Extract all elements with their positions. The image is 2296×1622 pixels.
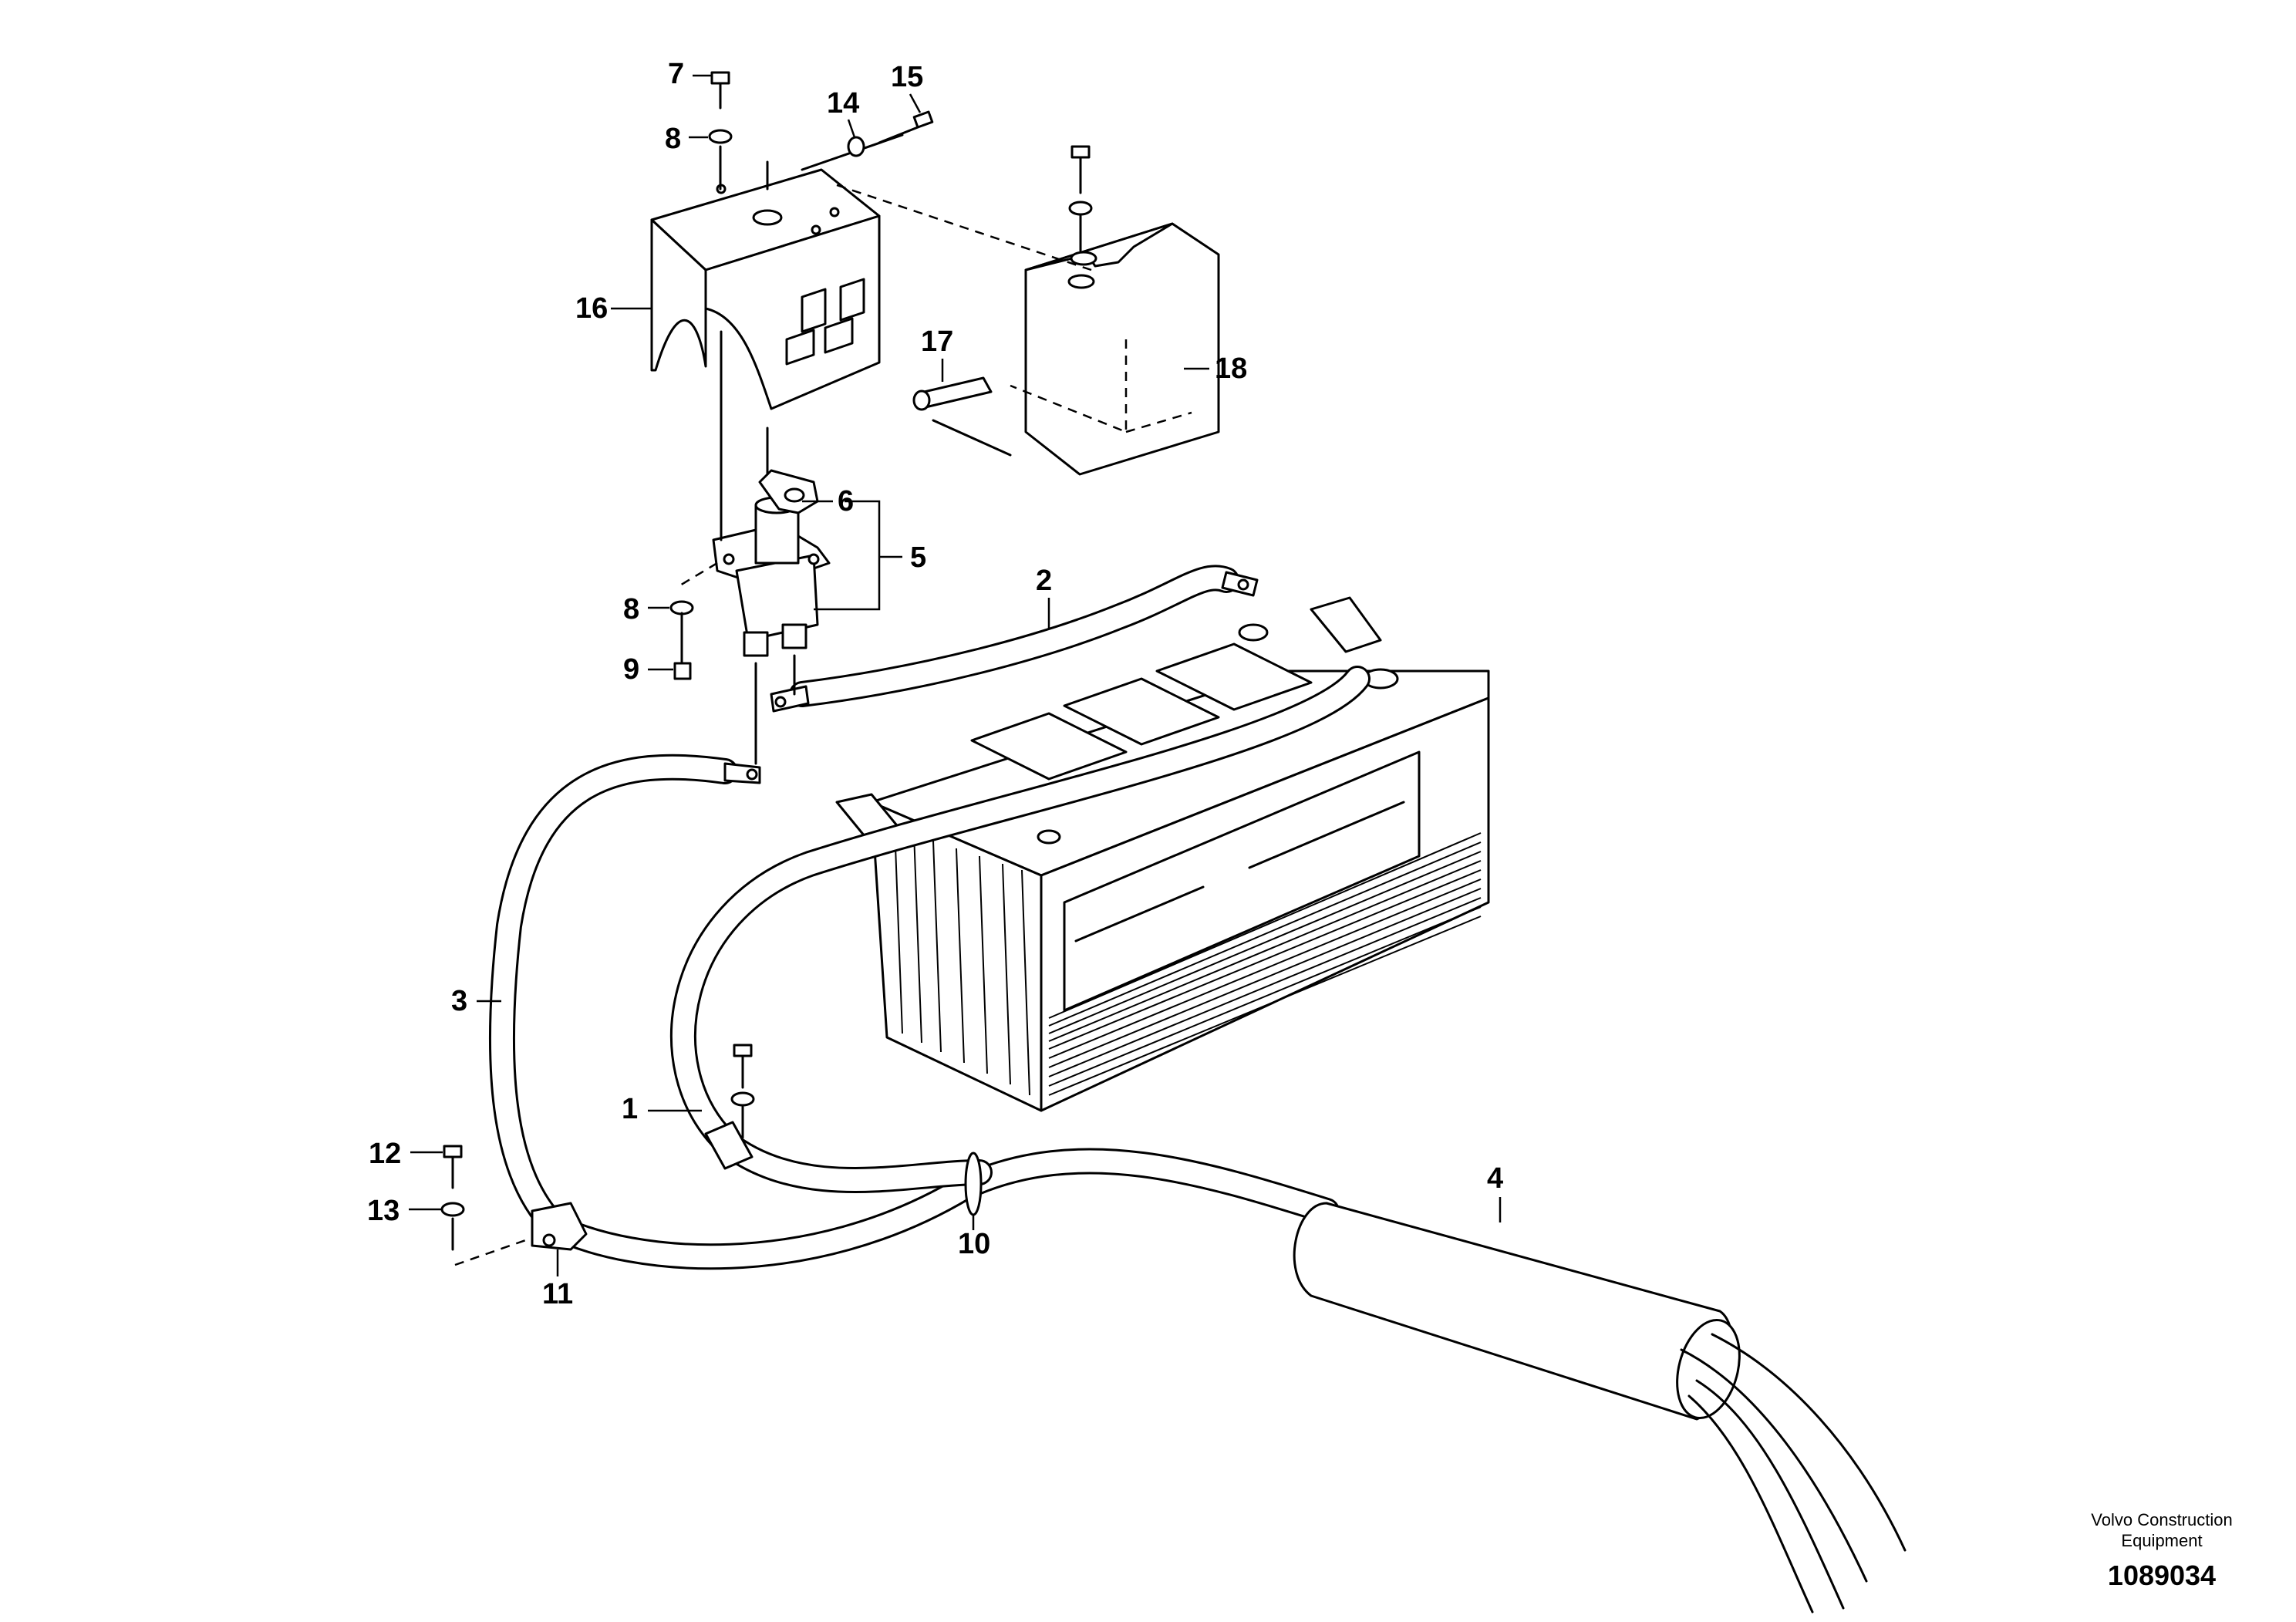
callout-12: 12	[369, 1138, 443, 1170]
cable-grommet	[704, 1121, 754, 1170]
pin-17	[912, 376, 993, 411]
bolt-7	[710, 71, 730, 110]
callout-8-top: 8	[665, 123, 708, 155]
svg-text:10: 10	[958, 1228, 990, 1260]
svg-text:5: 5	[910, 541, 926, 574]
bolt-15	[878, 110, 934, 144]
cable-2	[789, 565, 1239, 707]
svg-text:13: 13	[367, 1195, 400, 1227]
battery-ribs	[1048, 832, 1482, 1096]
bolt-12	[443, 1145, 463, 1189]
svg-text:6: 6	[838, 485, 854, 518]
callout-14: 14	[827, 87, 859, 138]
callout-15: 15	[891, 61, 923, 113]
callout-18: 18	[1184, 352, 1247, 385]
svg-text:4: 4	[1487, 1162, 1503, 1195]
callout-8-lower: 8	[623, 593, 669, 626]
callout-1: 1	[622, 1093, 702, 1125]
bracket-16	[650, 168, 881, 410]
svg-text:18: 18	[1215, 352, 1247, 385]
svg-text:14: 14	[827, 87, 859, 120]
company-line-2: Equipment	[2121, 1531, 2202, 1550]
callout-3: 3	[451, 985, 501, 1017]
svg-text:12: 12	[369, 1138, 401, 1170]
callout-5: 5	[814, 500, 926, 611]
cable-harness	[542, 1148, 1340, 1270]
cable-sleeve-4	[1293, 1202, 1741, 1421]
washer-14	[847, 136, 865, 157]
cable-tie-10	[964, 1152, 983, 1216]
battery-box-18	[1010, 222, 1220, 476]
callout-6: 6	[802, 485, 854, 518]
callout-17: 17	[921, 325, 953, 382]
svg-text:15: 15	[891, 61, 923, 93]
company-line-1: Volvo Construction	[2091, 1510, 2232, 1529]
callout-13: 13	[367, 1195, 441, 1227]
svg-text:16: 16	[575, 292, 608, 325]
callout-4: 4	[1487, 1162, 1503, 1222]
callout-7: 7	[668, 58, 712, 90]
battery-disconnect-switch-5	[712, 496, 831, 657]
cable-1	[670, 666, 1371, 1193]
bolt-right-top	[1068, 145, 1093, 252]
cable-3	[488, 754, 738, 1239]
callout-2: 2	[1036, 565, 1052, 629]
svg-text:11: 11	[542, 1278, 573, 1310]
callout-11: 11	[542, 1249, 573, 1310]
bolt-battery	[730, 1044, 755, 1139]
svg-text:1: 1	[622, 1093, 638, 1125]
footer-company: Volvo Construction Equipment 1089034	[2091, 1510, 2232, 1591]
battery	[835, 596, 1490, 1112]
document-number: 1089034	[2108, 1560, 2216, 1591]
callout-9: 9	[623, 653, 673, 686]
svg-text:8: 8	[623, 593, 639, 626]
svg-text:8: 8	[665, 123, 681, 155]
svg-text:2: 2	[1036, 565, 1052, 597]
cable-clamp-11	[531, 1202, 588, 1251]
callout-10: 10	[958, 1215, 990, 1260]
washer-8-top	[708, 129, 733, 144]
svg-text:17: 17	[921, 325, 953, 358]
nut-9	[673, 662, 692, 680]
svg-text:7: 7	[668, 58, 684, 90]
callout-16: 16	[575, 292, 652, 325]
svg-text:9: 9	[623, 653, 639, 686]
washer-13	[440, 1202, 465, 1217]
svg-text:3: 3	[451, 985, 467, 1017]
